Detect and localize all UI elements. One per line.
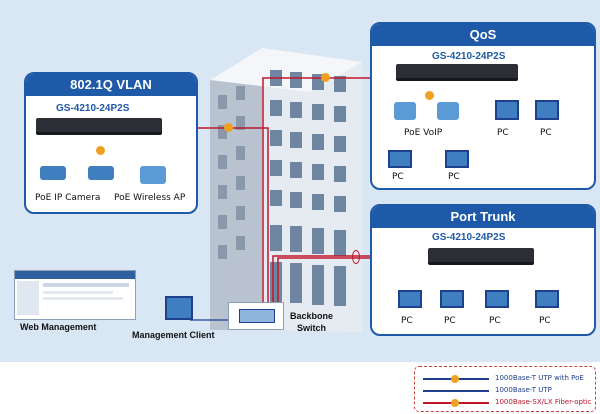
legend-label-utp: 1000Base-T UTP bbox=[495, 386, 552, 394]
legend-poe-dot-icon bbox=[451, 375, 459, 383]
qos-label-pc: PC bbox=[392, 172, 404, 182]
trunk-label-pc: PC bbox=[401, 316, 413, 326]
voip-phone-icon[interactable] bbox=[394, 102, 416, 120]
pc-icon[interactable] bbox=[485, 290, 509, 308]
web-management-screenshot[interactable] bbox=[14, 270, 136, 320]
building bbox=[210, 48, 362, 332]
pc-icon[interactable] bbox=[440, 290, 464, 308]
ip-camera-icon[interactable] bbox=[88, 166, 114, 180]
legend-label-fiber: 1000Base-SX/LX Fiber-optic bbox=[495, 398, 592, 406]
trunk-aggregation-icon bbox=[352, 250, 360, 264]
legend-label-poe: 1000Base-T UTP with PoE bbox=[495, 374, 584, 382]
management-client-label: Management Client bbox=[132, 330, 215, 340]
legend-line-utp bbox=[423, 390, 489, 392]
trunk-label-pc: PC bbox=[444, 316, 456, 326]
wireless-ap-icon[interactable] bbox=[140, 166, 166, 184]
qos-label-pc: PC bbox=[540, 128, 552, 138]
vlan-model-label: GS-4210-24P2S bbox=[56, 103, 130, 114]
trunk-title: Port Trunk bbox=[372, 206, 594, 228]
pc-icon[interactable] bbox=[535, 290, 559, 308]
web-management-label: Web Management bbox=[20, 322, 97, 332]
legend: 1000Base-T UTP with PoE 1000Base-T UTP 1… bbox=[414, 366, 596, 412]
poe-injector-icon bbox=[96, 146, 105, 155]
vlan-panel: 802.1Q VLAN bbox=[24, 72, 198, 214]
pc-icon[interactable] bbox=[535, 100, 559, 120]
qos-switch[interactable] bbox=[396, 64, 518, 81]
legend-fiber-dot-icon bbox=[451, 399, 459, 407]
trunk-label-pc: PC bbox=[539, 316, 551, 326]
pc-icon[interactable] bbox=[388, 150, 412, 168]
vlan-ap-label: PoE Wireless AP bbox=[114, 193, 186, 203]
qos-label-voip: PoE VoIP bbox=[404, 128, 443, 138]
qos-label-pc: PC bbox=[448, 172, 460, 182]
backbone-label-2: Switch bbox=[297, 323, 327, 333]
vlan-switch[interactable] bbox=[36, 118, 162, 135]
backbone-switch-icon[interactable] bbox=[228, 302, 284, 330]
fiber-connector-icon bbox=[224, 123, 233, 132]
qos-model-label: GS-4210-24P2S bbox=[432, 51, 506, 62]
backbone-label-1: Backbone bbox=[290, 311, 334, 321]
trunk-label-pc: PC bbox=[489, 316, 501, 326]
vlan-title: 802.1Q VLAN bbox=[26, 74, 196, 96]
qos-label-pc: PC bbox=[497, 128, 509, 138]
voip-phone-icon[interactable] bbox=[437, 102, 459, 120]
pc-icon[interactable] bbox=[495, 100, 519, 120]
trunk-switch[interactable] bbox=[428, 248, 534, 265]
management-client-pc-icon[interactable] bbox=[165, 296, 193, 320]
fiber-connector-icon bbox=[321, 73, 330, 82]
pc-icon[interactable] bbox=[445, 150, 469, 168]
ip-camera-icon[interactable] bbox=[40, 166, 66, 180]
trunk-model-label: GS-4210-24P2S bbox=[432, 232, 506, 243]
pc-icon[interactable] bbox=[398, 290, 422, 308]
vlan-camera-label: PoE IP Camera bbox=[35, 193, 101, 203]
poe-injector-icon bbox=[425, 91, 434, 100]
qos-title: QoS bbox=[372, 24, 594, 46]
trunk-panel: Port Trunk bbox=[370, 204, 596, 336]
